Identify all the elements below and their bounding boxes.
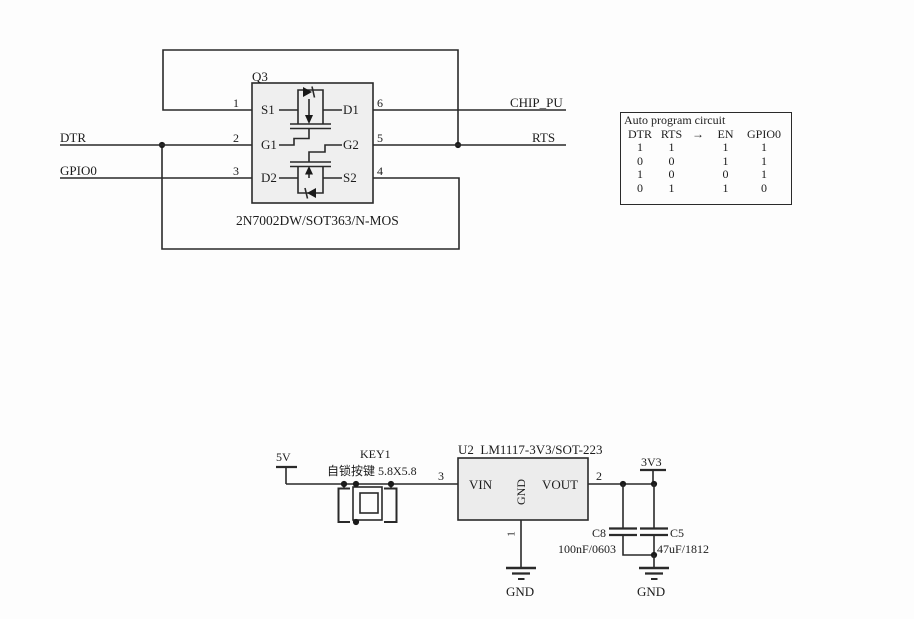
q3-pin1-number: 1 [233, 96, 239, 110]
power-flag-5v-icon [276, 465, 297, 484]
mosfet-upper-symbol [279, 86, 342, 146]
q3-part-label: 2N7002DW/SOT363/N-MOS [236, 213, 399, 228]
u2-gnd-pin-label: GND [514, 479, 528, 505]
q3-pin3-number: 3 [233, 164, 239, 178]
table-header-dtr: DTR [628, 127, 652, 141]
table-cell: 0 [637, 180, 643, 195]
q3-pin5-number: 5 [377, 131, 383, 145]
table-header-rts: RTS [660, 127, 683, 141]
body-diode-lower-icon [307, 188, 316, 198]
gnd-symbol-left-icon [506, 566, 536, 580]
q3-pin-s2-label: S2 [343, 170, 357, 185]
table-header-gpio0: GPIO0 [746, 127, 781, 141]
q3-pin2-number: 2 [233, 131, 239, 145]
table-cell: 0 [722, 167, 729, 182]
u2-box [457, 457, 589, 521]
q3-pin-d2-label: D2 [261, 170, 277, 185]
body-diode-upper-icon [303, 87, 312, 97]
table-cell: 0 [668, 167, 675, 182]
c5-value-label: 47uF/1812 [657, 542, 710, 556]
u2-vout-label: VOUT [542, 477, 579, 492]
q3-pin6-number: 6 [377, 96, 383, 110]
table-cell: 0 [637, 153, 643, 168]
gnd-label-right: GND [637, 584, 666, 599]
u2-pin2-number: 2 [596, 469, 602, 483]
key1-button-inner [359, 492, 379, 514]
key1-switch-symbol [337, 480, 398, 526]
table-cell: 0 [668, 153, 675, 168]
gnd-symbol-right-icon [639, 566, 669, 580]
q3-pin-g2-label: G2 [343, 137, 359, 152]
wire-s1-to-rts-loop [162, 49, 459, 145]
key1-desc-label: 自锁按键 5.8X5.8 [327, 464, 417, 478]
table-cell: 1 [722, 153, 729, 168]
table-header-en: EN [717, 127, 734, 141]
table-cell: 1 [668, 180, 675, 195]
table-cell: 0 [761, 180, 767, 195]
table-title: Auto program circuit [624, 113, 726, 127]
q3-pin-g1-label: G1 [261, 137, 277, 152]
net-chip-pu-label: CHIP_PU [510, 95, 563, 110]
net-gpio0-label: GPIO0 [60, 163, 97, 178]
mosfet-lower-symbol [279, 144, 342, 199]
table-grid: DTR RTS → EN GPIO0 1 1 1 1 0 0 1 1 1 0 0… [623, 127, 791, 195]
u2-title-label: U2 LM1117-3V3/SOT-223 [458, 442, 603, 457]
table-cell: 1 [668, 140, 675, 155]
q3-ref-label: Q3 [252, 69, 268, 84]
q3-pin-d1-label: D1 [343, 102, 359, 117]
q3-pin-s1-label: S1 [261, 102, 275, 117]
rail-3v3-label: 3V3 [641, 455, 662, 469]
table-cell: 1 [761, 140, 767, 155]
arrow-right-icon: → [692, 127, 704, 141]
table-cell: 1 [761, 153, 767, 168]
net-rts-label: RTS [532, 130, 556, 145]
table-cell [686, 182, 710, 195]
u2-pin1-number: 1 [505, 531, 518, 537]
wire-s2-to-dtr-loop [161, 145, 460, 250]
c5-ref-label: C5 [670, 526, 685, 540]
channel-arrow-down-icon [305, 115, 313, 124]
table-cell [686, 141, 710, 154]
rail-5v-label: 5V [276, 450, 291, 464]
table-cell [686, 168, 710, 181]
u2-pin3-number: 3 [438, 469, 444, 483]
capacitor-c8-symbol [609, 484, 654, 556]
table-cell: 1 [722, 140, 729, 155]
table-cell: 1 [722, 180, 729, 195]
key1-ref-label: KEY1 [360, 447, 391, 461]
table-cell: 1 [637, 167, 643, 182]
c8-value-label: 100nF/0603 [558, 542, 617, 556]
q3-pin4-number: 4 [377, 164, 383, 178]
capacitor-c5-symbol [640, 484, 668, 555]
net-dtr-label: DTR [60, 130, 86, 145]
c8-ref-label: C8 [592, 526, 607, 540]
channel-arrow-up-icon [305, 166, 313, 175]
u2-vin-label: VIN [469, 477, 493, 492]
q3-box [251, 82, 374, 204]
auto-program-table: Auto program circuit DTR RTS → EN GPIO0 … [620, 112, 792, 205]
table-cell [686, 155, 710, 168]
table-cell: 1 [761, 167, 767, 182]
gnd-label-left: GND [506, 584, 535, 599]
table-cell: 1 [637, 140, 643, 155]
